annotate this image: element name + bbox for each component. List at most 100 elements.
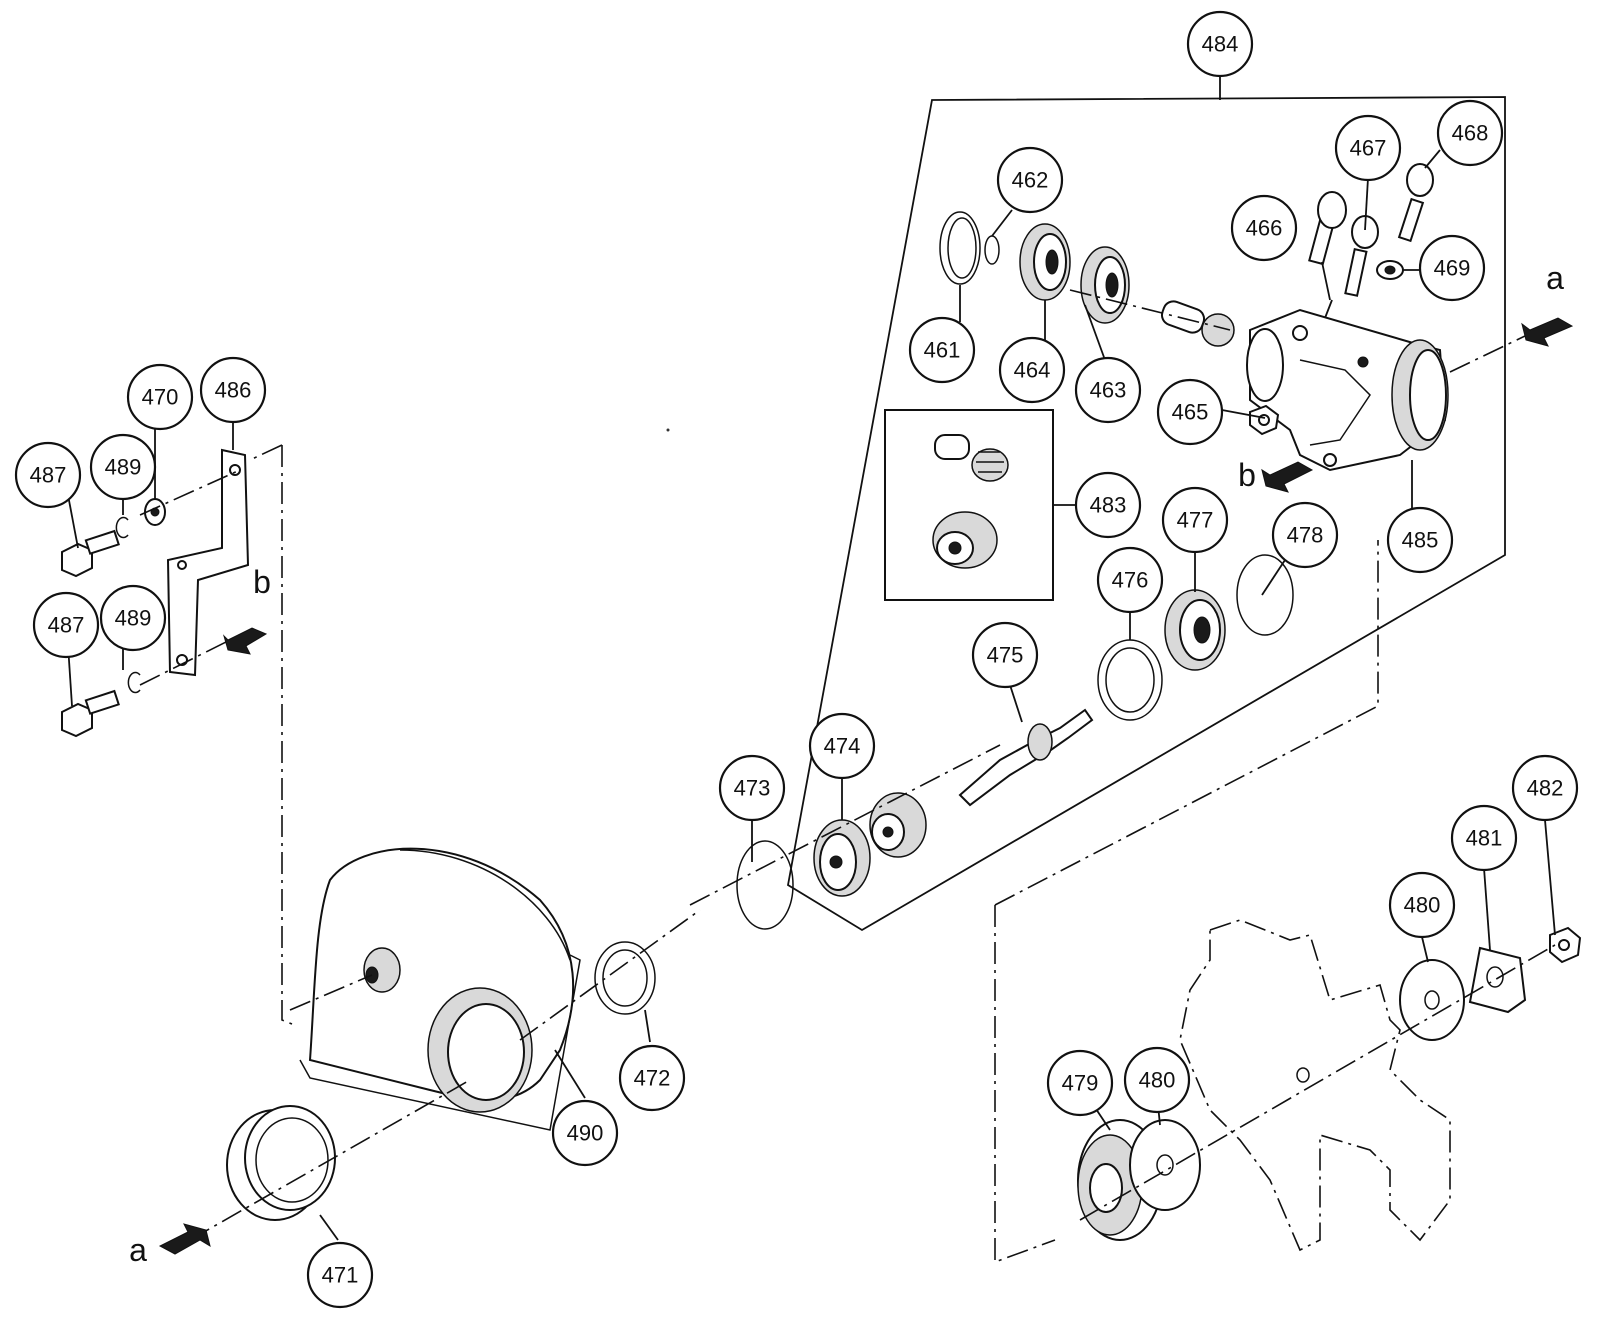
- callout-463-label: 463: [1090, 378, 1127, 403]
- callout-472: 472: [618, 1044, 686, 1112]
- part-487-bolt-lower: [61, 689, 120, 738]
- callout-486-label: 486: [215, 378, 252, 403]
- part-461-circlip: [939, 211, 981, 285]
- part-477-bearing: [1164, 589, 1226, 671]
- part-489-lockwasher-upper: [115, 516, 129, 539]
- bracket-outline: [249, 444, 293, 1025]
- part-473-circlip: [736, 840, 794, 930]
- blade-group-outline: [994, 540, 1379, 1264]
- callout-476-label: 476: [1112, 568, 1149, 593]
- callout-463: 463: [1074, 356, 1142, 424]
- callout-481-label: 481: [1466, 826, 1503, 851]
- callout-465: 465: [1156, 378, 1224, 446]
- callout-478: 478: [1271, 501, 1339, 569]
- arrow-b-housing: [1261, 461, 1314, 493]
- callout-489-lower: 489: [99, 584, 167, 652]
- callout-482: 482: [1511, 754, 1579, 822]
- arrow-b-bracket: [222, 627, 268, 655]
- callout-477-label: 477: [1177, 508, 1214, 533]
- callout-483: 483: [1074, 471, 1142, 539]
- callout-486: 486: [199, 356, 267, 424]
- marker-a-top: a: [1546, 260, 1564, 296]
- part-475-shaft: [958, 708, 1094, 807]
- part-bevel-gear: [869, 792, 927, 858]
- callout-485-label: 485: [1402, 528, 1439, 553]
- callout-489-upper: 489: [89, 433, 157, 501]
- callout-489-upper-label: 489: [105, 455, 142, 480]
- part-474-bearing: [813, 819, 871, 897]
- callout-478-label: 478: [1287, 523, 1324, 548]
- callout-471-label: 471: [322, 1263, 359, 1288]
- part-463-bearing: [1080, 246, 1130, 324]
- callout-482-label: 482: [1527, 776, 1564, 801]
- leader-lines: [67, 149, 1556, 1241]
- callout-469: 469: [1418, 234, 1486, 302]
- callout-475: 475: [971, 621, 1039, 689]
- callout-464: 464: [998, 336, 1066, 404]
- part-482-nut: [1549, 926, 1582, 964]
- part-466-screw: [1308, 191, 1347, 266]
- callout-474-label: 474: [824, 734, 861, 759]
- callout-473-label: 473: [734, 776, 771, 801]
- callout-474: 474: [808, 712, 876, 780]
- part-490-blade-guard: [299, 847, 581, 1131]
- callout-468-label: 468: [1452, 121, 1489, 146]
- kit-pinion-gear: [934, 434, 1009, 482]
- callout-483-label: 483: [1090, 493, 1127, 518]
- part-480-disc-upper: [1399, 959, 1465, 1041]
- marker-b-left: b: [253, 564, 271, 600]
- callout-487-upper: 487: [14, 441, 82, 509]
- callout-468: 468: [1436, 99, 1504, 167]
- callout-479: 479: [1046, 1049, 1114, 1117]
- callout-466: 466: [1230, 194, 1298, 262]
- part-462-small-ring: [984, 235, 1000, 265]
- callout-479-label: 479: [1062, 1071, 1099, 1096]
- callout-475-label: 475: [987, 643, 1024, 668]
- callout-487-lower: 487: [32, 591, 100, 659]
- callout-487-upper-label: 487: [30, 463, 67, 488]
- callout-461: 461: [908, 316, 976, 384]
- callout-466-label: 466: [1246, 216, 1283, 241]
- arrow-a-left: [158, 1223, 211, 1255]
- callout-484: 484: [1186, 10, 1254, 78]
- callout-476: 476: [1096, 546, 1164, 614]
- blade-outline: [1179, 919, 1451, 1252]
- part-468-screw: [1397, 163, 1434, 243]
- part-467-screw: [1344, 215, 1379, 297]
- part-465-nut: [1249, 404, 1280, 436]
- callout-462: 462: [996, 146, 1064, 214]
- callout-467: 467: [1334, 114, 1402, 182]
- marker-b-center: b: [1238, 457, 1256, 493]
- part-464-bearing: [1019, 223, 1071, 301]
- part-469-washer: [1376, 260, 1404, 280]
- part-481-spacer: [1468, 946, 1527, 1014]
- part-471-flange: [226, 1105, 336, 1221]
- part-478-circlip: [1236, 554, 1294, 636]
- arrow-a-right: [1449, 317, 1574, 373]
- callout-477: 477: [1161, 486, 1229, 554]
- marker-a-bottom: a: [129, 1232, 147, 1268]
- part-485-gear-housing: [1246, 308, 1449, 472]
- part-pinion-shaft: [1160, 300, 1235, 347]
- callout-480-upper: 480: [1388, 871, 1456, 939]
- kit-483-box: [884, 409, 1075, 601]
- callout-485: 485: [1386, 506, 1454, 574]
- callout-464-label: 464: [1014, 358, 1051, 383]
- part-486-bracket: [166, 448, 250, 677]
- callout-490-label: 490: [567, 1121, 604, 1146]
- callout-484-label: 484: [1202, 32, 1239, 57]
- part-476-seal-ring: [1097, 639, 1163, 721]
- part-472-ring: [594, 941, 656, 1015]
- callout-490: 490: [551, 1099, 619, 1167]
- speck: [666, 428, 670, 432]
- callout-480-upper-label: 480: [1404, 893, 1441, 918]
- callout-469-label: 469: [1434, 256, 1471, 281]
- callout-461-label: 461: [924, 338, 961, 363]
- callout-462-label: 462: [1012, 168, 1049, 193]
- callout-465-label: 465: [1172, 400, 1209, 425]
- part-487-bolt-upper: [61, 529, 120, 578]
- callout-480-lower-label: 480: [1139, 1068, 1176, 1093]
- callout-473: 473: [718, 754, 786, 822]
- callout-470: 470: [126, 363, 194, 431]
